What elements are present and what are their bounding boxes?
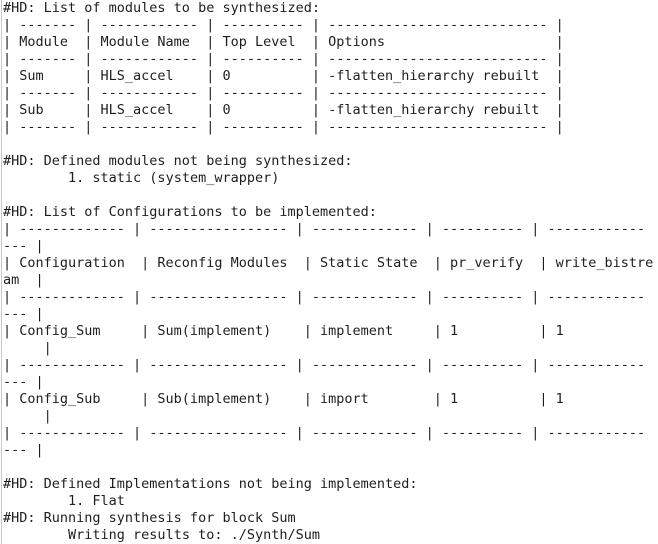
terminal-line: 1. static (system_wrapper)	[3, 170, 280, 186]
terminal-line: #HD: List of modules to be synthesized:	[3, 0, 320, 16]
terminal-line: --- |	[3, 306, 44, 322]
terminal-left-border	[1, 0, 2, 544]
terminal-line: | Module | Module Name | Top Level | Opt…	[3, 34, 564, 50]
terminal-line: | Sub | HLS_accel | 0 | -flatten_hierarc…	[3, 102, 564, 118]
terminal-line: |	[3, 340, 52, 356]
terminal-line: | ------------- | ----------------- | --…	[3, 357, 646, 373]
terminal-line: | Sum | HLS_accel | 0 | -flatten_hierarc…	[3, 68, 564, 84]
terminal-line: | ------------- | ----------------- | --…	[3, 221, 646, 237]
terminal-line: | ------- | ------------ | ---------- | …	[3, 51, 564, 67]
terminal-line	[3, 187, 653, 204]
terminal-line: --- |	[3, 374, 44, 390]
terminal-line: --- |	[3, 238, 44, 254]
terminal-output: #HD: List of modules to be synthesized: …	[3, 0, 653, 544]
terminal-line: | ------- | ------------ | ---------- | …	[3, 119, 564, 135]
terminal-line: | Configuration | Reconfig Modules | Sta…	[3, 255, 654, 271]
terminal-line	[3, 459, 653, 476]
terminal-line: am |	[3, 272, 44, 288]
terminal-line: | ------- | ------------ | ---------- | …	[3, 17, 564, 33]
terminal-line: | ------- | ------------ | ---------- | …	[3, 85, 564, 101]
terminal-line: --- |	[3, 442, 44, 458]
terminal-line: #HD: List of Configurations to be implem…	[3, 204, 377, 220]
terminal-line: | ------------- | ----------------- | --…	[3, 289, 646, 305]
terminal-line: | Config_Sub | Sub(implement) | import |…	[3, 391, 564, 407]
terminal-line: | Config_Sum | Sum(implement) | implemen…	[3, 323, 564, 339]
terminal-line: #HD: Defined modules not being synthesiz…	[3, 153, 353, 169]
terminal-line: #HD: Defined Implementations not being i…	[3, 476, 418, 492]
terminal-line: |	[3, 408, 52, 424]
terminal-line: | ------------- | ----------------- | --…	[3, 425, 646, 441]
terminal-line: Writing results to: ./Synth/Sum	[3, 527, 320, 543]
terminal-line	[3, 136, 653, 153]
terminal-line: #HD: Running synthesis for block Sum	[3, 510, 296, 526]
terminal-line: 1. Flat	[3, 493, 125, 509]
